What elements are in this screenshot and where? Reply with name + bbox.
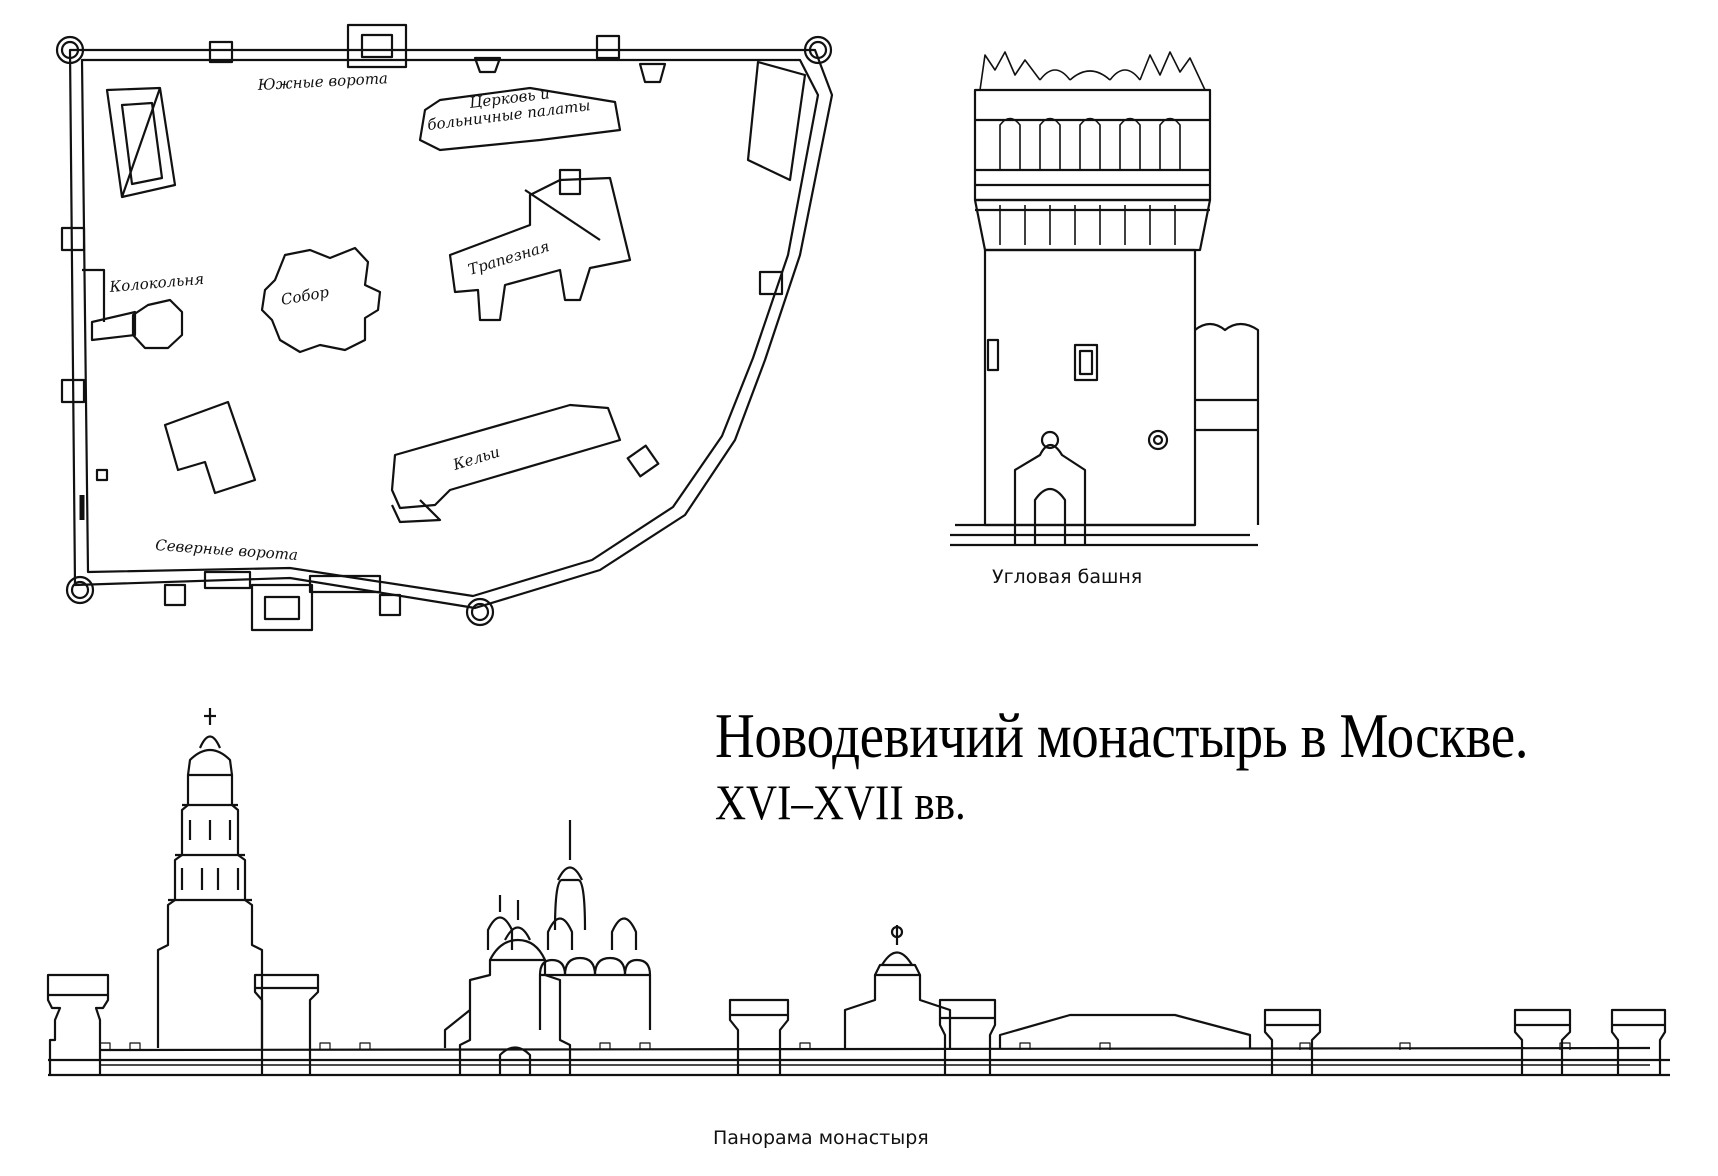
wall-outer — [68, 48, 834, 610]
title-line-2: XVI–XVII вв. — [715, 774, 966, 830]
plan-building — [163, 400, 257, 495]
panorama-small-church — [843, 925, 952, 1048]
plan-wall-tower — [758, 270, 784, 296]
wall-inner — [80, 58, 820, 598]
panorama-tower — [938, 998, 997, 1075]
panorama-tower — [1513, 1008, 1572, 1075]
panorama-tower — [1610, 1008, 1667, 1075]
panorama-bell-tower — [156, 708, 264, 1048]
caption-corner-tower: Угловая башня — [992, 566, 1142, 588]
tower-gate-porch — [1013, 443, 1087, 545]
panorama-tower — [253, 973, 320, 1075]
plan-building — [746, 60, 807, 182]
panorama-tower — [1263, 1008, 1322, 1075]
panorama-tower — [728, 998, 790, 1075]
panorama-gate-church — [443, 900, 572, 1075]
tower-window — [1073, 343, 1099, 382]
church-hospital-building — [418, 86, 622, 152]
panorama-cathedral — [486, 820, 652, 1030]
north-gate-church — [250, 583, 314, 632]
label-south-gate: Южные ворота — [256, 69, 388, 94]
label-cathedral: Собор — [280, 283, 331, 309]
monastery-plan — [55, 23, 834, 632]
page-title: Новодевичий монастырь в Москве. XVI–XVII… — [715, 700, 1695, 832]
bell-tower-plan — [131, 298, 184, 350]
title-line-1: Новодевичий монастырь в Москве. — [715, 700, 1529, 771]
panorama-wall-top — [99, 1046, 1651, 1052]
label-bell-tower: Колокольня — [108, 270, 205, 296]
refectory-building — [448, 176, 632, 322]
cells-building — [390, 403, 622, 510]
caption-panorama: Панорама монастыря — [713, 1127, 929, 1149]
label-north-gate: Северные ворота — [155, 536, 299, 564]
label-cells: Кельи — [450, 443, 502, 475]
plan-building — [105, 86, 177, 199]
tower-crown — [973, 88, 1212, 202]
panorama-long-building — [998, 1013, 1252, 1048]
plan-corner-tower — [465, 597, 495, 627]
plan-wall-tower — [595, 34, 621, 60]
corner-tower-drawing — [950, 51, 1260, 547]
plan-wall-tower — [60, 378, 86, 404]
plan-wall-tower — [163, 583, 187, 607]
plan-wall-tower — [378, 593, 402, 617]
plan-wall-tower — [208, 40, 234, 64]
plan-corner-tower — [803, 35, 833, 65]
tower-body — [983, 248, 1197, 527]
panorama-tower — [46, 973, 110, 1075]
plan-corner-tower — [65, 575, 95, 605]
panorama-drawing — [46, 708, 1670, 1077]
plan-wall-tower — [626, 444, 660, 478]
plan-wall-tower — [60, 226, 86, 252]
cathedral-building — [260, 246, 382, 354]
south-gate-church — [346, 23, 408, 69]
plan-corner-tower — [55, 35, 85, 65]
adjoining-wall — [1194, 322, 1260, 525]
